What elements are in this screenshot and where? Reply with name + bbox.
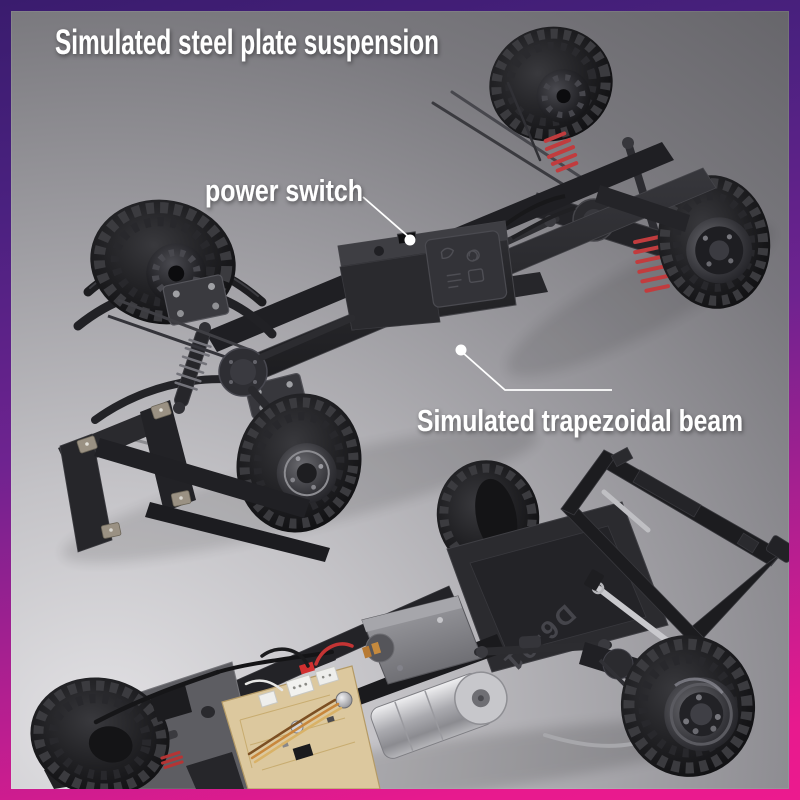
bottom-chassis-front-left-wheel	[30, 677, 170, 789]
servo-wire	[250, 702, 340, 760]
top-chassis-photo	[58, 26, 774, 563]
front-frame-horns	[58, 400, 330, 562]
chassis-photo-illustration: D6-01	[30, 23, 789, 789]
red-jumper	[298, 661, 316, 675]
gearbox	[361, 595, 483, 685]
top-chassis-rear-left-wheel	[489, 26, 613, 142]
bottom-chassis-photo: D6-01	[30, 446, 789, 789]
power-switch-dot	[404, 234, 416, 246]
product-photo-canvas: D6-01	[11, 11, 789, 789]
beam-label: Simulated trapezoidal beam	[417, 403, 743, 438]
annotation-layer: Simulated steel plate suspension power s…	[55, 23, 743, 438]
servo-block	[186, 752, 244, 789]
power-switch-leader	[362, 196, 416, 246]
servo-saver-spring	[160, 750, 184, 770]
beam-leader	[455, 344, 612, 391]
top-chassis-rear-right-wheel	[657, 175, 771, 309]
copper-connector-pins	[361, 641, 382, 659]
rear-bed-frame	[560, 446, 789, 648]
wiring-harness	[93, 642, 354, 764]
bottom-chassis-rear-right-wheel	[620, 635, 756, 777]
ic-chip	[292, 743, 314, 761]
beam-dot	[455, 344, 467, 356]
capacitor	[335, 691, 353, 709]
motor	[370, 671, 508, 759]
red-shock-spring-rear	[543, 131, 670, 293]
esc-label-plate	[424, 230, 508, 308]
suspension-label: Simulated steel plate suspension	[55, 23, 439, 62]
esc-box	[337, 220, 517, 331]
esc-box-hole	[374, 246, 384, 256]
power-switch-label: power switch	[205, 173, 363, 208]
red-wire	[314, 642, 354, 666]
